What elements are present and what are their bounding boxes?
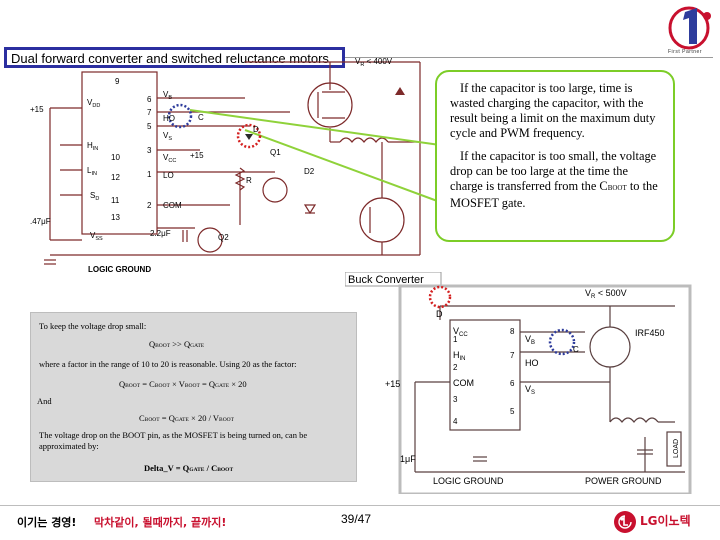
formula-factor: where a factor in the range of 10 to 20 … xyxy=(39,359,297,369)
header-divider xyxy=(345,57,713,58)
formula-intro: To keep the voltage drop small: xyxy=(39,321,147,331)
lg-innotek-brand: LG이노텍 xyxy=(640,514,691,528)
formula-eq4: Delta_V = QGATE / CBOOT xyxy=(144,463,234,473)
pin-5: 5 xyxy=(147,122,152,131)
hin-label-2: HIN xyxy=(453,350,466,362)
footer-slogan: 이기는 경영! xyxy=(17,516,77,529)
formula-eq1: QBOOT >> QGATE xyxy=(149,339,205,349)
pin-2: 2 xyxy=(147,201,152,210)
hin-label: HIN xyxy=(87,141,98,152)
diode-d-label: D xyxy=(253,125,259,134)
vr-label: VR < 400V xyxy=(355,57,393,68)
cap-c-label: C xyxy=(198,113,204,122)
sd-label: SD xyxy=(90,191,99,202)
vdd-label: VDD xyxy=(87,98,100,109)
formula-drop: The voltage drop on the BOOT pin, as the… xyxy=(39,430,308,451)
logic-ground-label: LOGIC GROUND xyxy=(88,265,151,274)
buck-converter-title: Buck Converter xyxy=(348,274,424,286)
vb-label-2: VB xyxy=(525,334,535,346)
pin2-3: 3 xyxy=(453,395,458,404)
footer-divider xyxy=(0,505,720,506)
formula-eq3: CBOOT = QGATE × 20 / VBOOT xyxy=(139,413,235,423)
dual-forward-schematic: +15 VDD HIN LIN SD VSS 9 10 12 11 13 6 7… xyxy=(30,57,441,274)
pin-9: 9 xyxy=(115,77,120,86)
capacitor-callout: If the capacitor is too large, time is w… xyxy=(435,70,675,242)
plus15b-label: +15 xyxy=(190,151,204,160)
plus15-label-2: +15 xyxy=(385,379,400,389)
pin-11: 11 xyxy=(111,196,120,205)
cap-1u-label: 1μF xyxy=(400,454,416,464)
pin2-4: 4 xyxy=(453,417,458,426)
plus15-label: +15 xyxy=(30,105,44,114)
pin2-7: 7 xyxy=(510,351,515,360)
pin2-5: 5 xyxy=(510,407,515,416)
pin2-2: 2 xyxy=(453,363,458,372)
callout-para-small: If the capacitor is too small, the volta… xyxy=(450,149,658,210)
com-label: COM xyxy=(163,201,182,210)
d2-label: D2 xyxy=(304,167,315,176)
vcc-label: VCC xyxy=(163,153,176,164)
vr500-label: VR < 500V xyxy=(585,288,627,300)
footer-motto: 막차같이, 될때까지, 끝까지! xyxy=(94,516,227,529)
irf450-label: IRF450 xyxy=(635,328,665,338)
buck-converter-schematic: Buck Converter VR < 500V D VCC HIN COM 1… xyxy=(345,272,692,494)
com-label-2: COM xyxy=(453,378,474,388)
pin-12: 12 xyxy=(111,173,120,182)
q2-label: Q2 xyxy=(218,233,229,242)
pin-10: 10 xyxy=(111,153,120,162)
pin-1: 1 xyxy=(147,170,152,179)
r-label: R xyxy=(246,176,252,185)
formula-and: And xyxy=(37,396,52,406)
pin-7: 7 xyxy=(147,108,152,117)
lg-logo-icon xyxy=(614,511,636,533)
c-label-2: C xyxy=(573,345,579,354)
first-partner-logo xyxy=(668,6,711,50)
formula-panel: To keep the voltage drop small: QBOOT >>… xyxy=(30,312,357,482)
lo-label: LO xyxy=(163,171,174,180)
pin-6: 6 xyxy=(147,95,152,104)
ho-label: HO xyxy=(163,114,175,123)
vs-label-2: VS xyxy=(525,384,535,396)
formula-eq2: QBOOT = CBOOT × VBOOT = QGATE × 20 xyxy=(119,379,247,389)
pin-13: 13 xyxy=(111,213,120,222)
power-ground-label: POWER GROUND xyxy=(585,476,662,486)
page-number: 39/47 xyxy=(341,512,372,526)
gate-driver-ic xyxy=(81,71,158,235)
logic-ground-label-2: LOGIC GROUND xyxy=(433,476,504,486)
pin2-1: 1 xyxy=(453,335,458,344)
cap-047-label: .47μF xyxy=(30,217,51,226)
callout-para-large: If the capacitor is too large, time is w… xyxy=(450,81,656,140)
vss-label: VSS xyxy=(90,231,103,242)
vs-label: VS xyxy=(163,131,172,142)
pin-3: 3 xyxy=(147,146,152,155)
vcc-label-2: VCC xyxy=(453,326,468,338)
ho-label-2: HO xyxy=(525,358,539,368)
load-label: LOAD xyxy=(673,439,680,458)
q1-label: Q1 xyxy=(270,148,281,157)
logo-caption: First Partner xyxy=(668,49,703,55)
d-label: D xyxy=(436,309,443,319)
cap-22-label: 2.2μF xyxy=(150,229,171,238)
lin-label: LIN xyxy=(87,166,97,177)
pin2-8: 8 xyxy=(510,327,515,336)
vb-label: VB xyxy=(163,90,172,101)
pin2-6: 6 xyxy=(510,379,515,388)
